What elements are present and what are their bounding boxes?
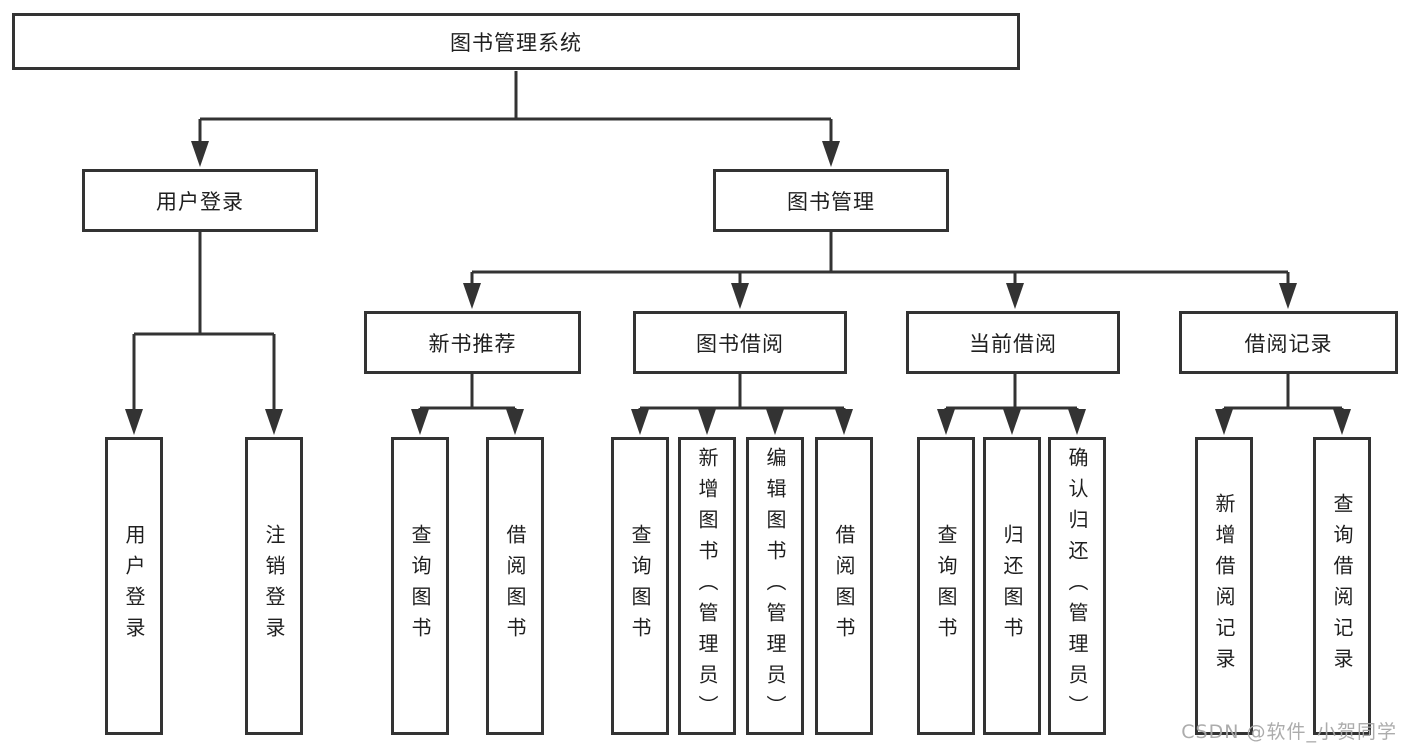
node-library-management-system: 图书管理系统 (12, 13, 1020, 70)
leaf-borrowing-query-books: 查询图书 (611, 437, 669, 735)
arrowhead-icon (698, 409, 716, 435)
csdn-watermark: CSDN @软件_小贺同学 (1181, 721, 1397, 743)
arrowhead-icon (1215, 409, 1233, 435)
leaf-newbook-borrow-books: 借阅图书 (486, 437, 544, 735)
leaf-borrowing-edit-books-admin: 编辑图书（管理员） (746, 437, 804, 735)
node-label: 注销登录 (262, 524, 286, 648)
arrowhead-icon (506, 409, 524, 435)
leaf-current-confirm-return-admin: 确认归还（管理员） (1048, 437, 1106, 735)
node-current-borrowing: 当前借阅 (906, 311, 1120, 374)
node-label: 借阅图书 (503, 524, 527, 648)
node-label: 当前借阅 (969, 331, 1057, 356)
arrowhead-icon (631, 409, 649, 435)
node-label: 借阅记录 (1244, 331, 1333, 356)
node-label: 借阅图书 (832, 524, 856, 648)
leaf-records-add-borrow-record: 新增借阅记录 (1195, 437, 1253, 735)
arrowhead-icon (731, 283, 749, 309)
arrowhead-icon (1006, 283, 1024, 309)
node-label: 用户登录 (156, 189, 244, 214)
leaf-current-query-books: 查询图书 (917, 437, 975, 735)
arrowhead-icon (937, 409, 955, 435)
arrowhead-icon (125, 409, 143, 435)
arrowhead-icon (1333, 409, 1351, 435)
arrowhead-icon (835, 409, 853, 435)
arrowhead-icon (1279, 283, 1297, 309)
leaf-logout: 注销登录 (245, 437, 303, 735)
arrowhead-icon (191, 141, 209, 167)
node-label: 查询图书 (628, 524, 652, 648)
leaf-user-login: 用户登录 (105, 437, 163, 735)
leaf-current-return-books: 归还图书 (983, 437, 1041, 735)
node-label: 查询图书 (934, 524, 958, 648)
node-label: 确认归还（管理员） (1065, 446, 1089, 726)
node-label: 图书管理 (787, 189, 875, 214)
node-label: 归还图书 (1000, 524, 1024, 648)
leaf-records-query-borrow-record: 查询借阅记录 (1313, 437, 1371, 735)
node-label: 查询借阅记录 (1330, 493, 1354, 679)
arrowhead-icon (411, 409, 429, 435)
node-book-borrowing: 图书借阅 (633, 311, 847, 374)
node-borrowing-records: 借阅记录 (1179, 311, 1398, 374)
arrowhead-icon (766, 409, 784, 435)
arrowhead-icon (463, 283, 481, 309)
node-label: 用户登录 (122, 524, 146, 648)
node-label: 图书借阅 (696, 331, 784, 356)
arrowhead-icon (1003, 409, 1021, 435)
leaf-borrowing-add-books-admin: 新增图书（管理员） (678, 437, 736, 735)
leaf-borrowing-borrow-books: 借阅图书 (815, 437, 873, 735)
node-new-book-recommendation: 新书推荐 (364, 311, 581, 374)
arrowhead-icon (1068, 409, 1086, 435)
node-user-login: 用户登录 (82, 169, 318, 232)
node-label: 查询图书 (408, 524, 432, 648)
node-book-management: 图书管理 (713, 169, 949, 232)
node-label: 新增借阅记录 (1212, 493, 1236, 679)
node-label: 新增图书（管理员） (695, 446, 719, 726)
node-label: 新书推荐 (428, 331, 517, 356)
arrowheads (125, 141, 1351, 435)
arrowhead-icon (822, 141, 840, 167)
node-label: 图书管理系统 (450, 30, 582, 55)
arrowhead-icon (265, 409, 283, 435)
node-label: 编辑图书（管理员） (763, 446, 787, 726)
leaf-newbook-query-books: 查询图书 (391, 437, 449, 735)
